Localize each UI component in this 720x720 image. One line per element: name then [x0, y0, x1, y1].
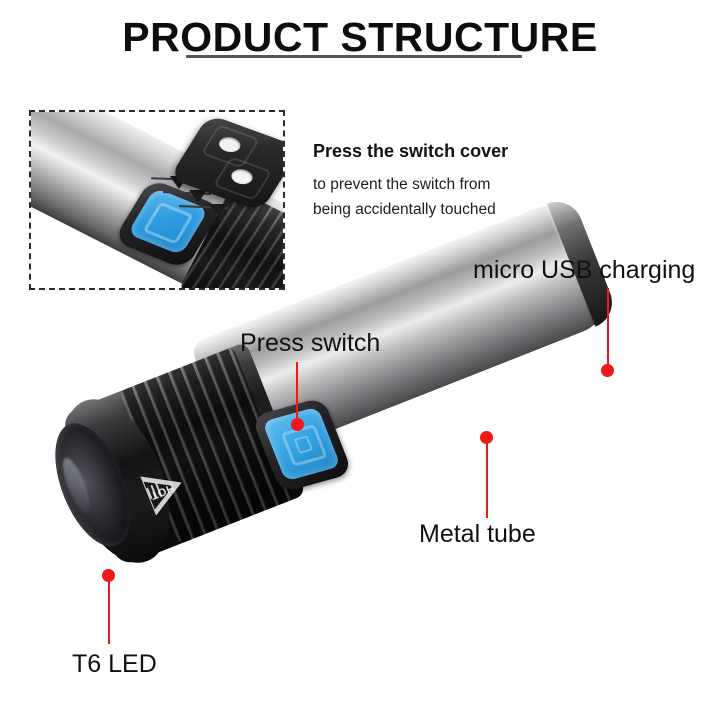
callout-label-press-switch: Press switch	[240, 329, 381, 357]
down-arrow-icon	[189, 190, 207, 203]
head-bezel	[40, 384, 191, 578]
callout-dot-metal-tube	[480, 431, 493, 444]
callout-label-t6-led: T6 LED	[72, 650, 157, 678]
title-underline-rule	[186, 55, 522, 58]
switch-bezel	[251, 396, 353, 494]
hot-triangle-inner	[143, 471, 179, 510]
blue-press-switch	[262, 406, 341, 482]
hot-warning-label: HOT	[148, 481, 176, 502]
inset-switch-emblem-icon	[142, 201, 194, 245]
callout-dot-micro-usb-charging	[601, 364, 614, 377]
switch-cover-detail-inset	[29, 110, 285, 290]
callout-dot-press-switch	[291, 418, 304, 431]
callout-label-metal-tube: Metal tube	[419, 520, 536, 548]
switch-emblem-icon	[280, 423, 328, 467]
inset-photo	[31, 112, 283, 288]
callout-leader-line-micro-usb-charging	[607, 288, 609, 370]
switch-cover-note-heading: Press the switch cover	[313, 141, 509, 161]
title-block: PRODUCT STRUCTURE	[0, 14, 720, 60]
head-cooling-ribs	[119, 346, 294, 545]
heat-wave-line	[146, 487, 153, 500]
switch-cover-note: Press the switch cover to prevent the sw…	[313, 140, 593, 222]
flashlight-head	[40, 341, 307, 578]
hot-warning-icon: HOT	[130, 461, 191, 525]
callout-leader-line-metal-tube	[486, 442, 488, 518]
led-emitter-lens	[40, 412, 146, 557]
heat-wave-line	[150, 484, 158, 499]
hot-triangle-outline	[140, 463, 190, 516]
callout-leader-line-t6-led	[108, 578, 110, 644]
callout-dot-t6-led	[102, 569, 115, 582]
switch-cover-note-line-1: to prevent the switch from	[313, 175, 491, 193]
callout-leader-line-press-switch	[296, 362, 298, 424]
down-arrow-icon	[209, 204, 227, 217]
lens-glint	[57, 454, 96, 517]
switch-cover-note-line-2: being accidentally touched	[313, 200, 496, 218]
heat-wave-line	[154, 481, 163, 498]
page-title: PRODUCT STRUCTURE	[122, 14, 598, 60]
callout-label-micro-usb-charging: micro USB charging	[473, 256, 696, 284]
